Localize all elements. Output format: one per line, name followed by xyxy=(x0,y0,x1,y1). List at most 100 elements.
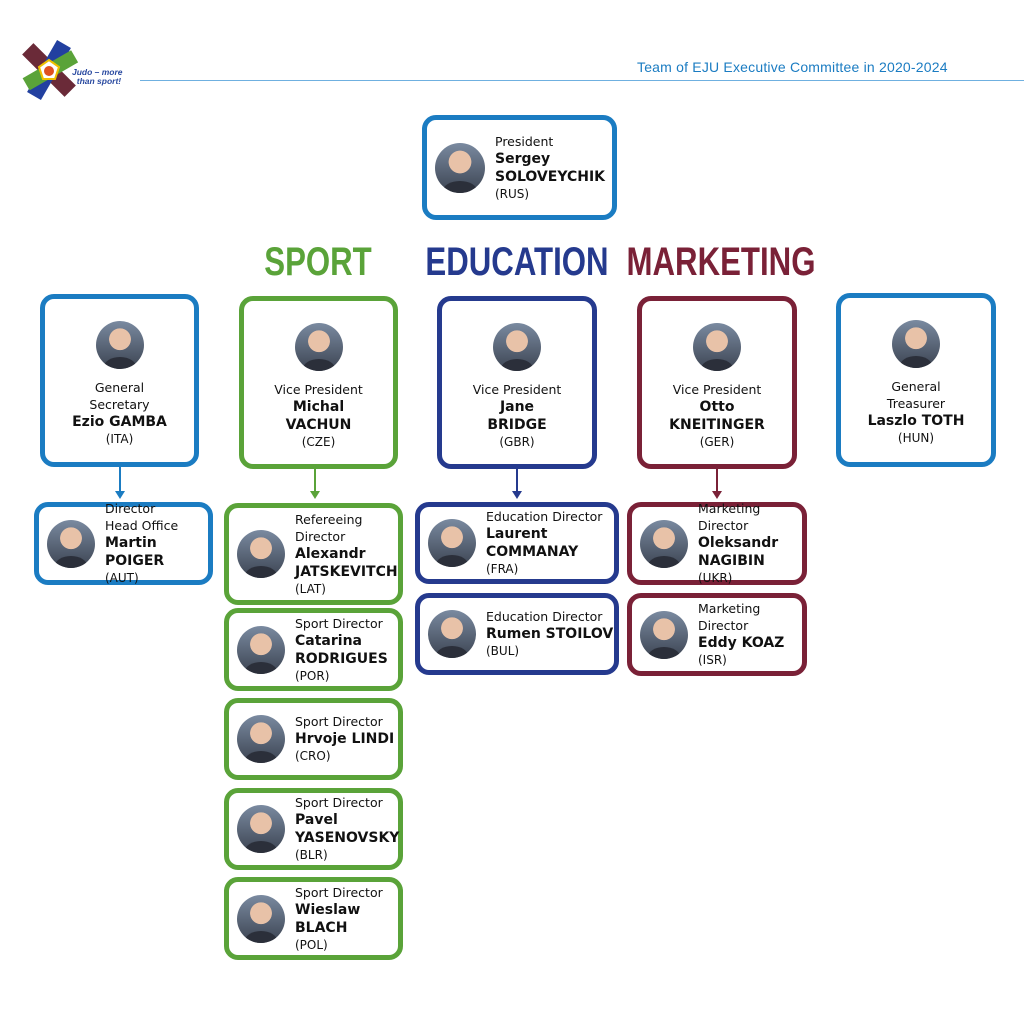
connector-arrow xyxy=(712,469,722,499)
name-line: KNEITINGER xyxy=(669,417,765,433)
role-line: Director xyxy=(295,528,346,544)
role-line: Vice President xyxy=(472,382,562,397)
section-education: EDUCATION xyxy=(425,240,609,284)
avatar xyxy=(237,894,285,943)
avatar xyxy=(47,519,95,568)
role-line: Refereeing xyxy=(295,511,363,527)
role-line: Secretary xyxy=(89,397,150,412)
role-line: Vice President xyxy=(274,382,363,397)
avatar xyxy=(428,519,476,567)
name-line: BRIDGE xyxy=(487,417,547,433)
connector-arrow xyxy=(115,467,125,499)
country: (GER) xyxy=(699,435,735,449)
name-line: Laurent xyxy=(486,526,548,542)
country: (UKR) xyxy=(698,571,733,585)
section-sport: SPORT xyxy=(264,240,372,284)
name-line: Ezio GAMBA xyxy=(72,414,167,430)
name-line: Otto xyxy=(699,399,735,415)
role-line: Marketing Director xyxy=(698,501,761,533)
country: (GBR) xyxy=(499,435,535,449)
role-line: Sport Director xyxy=(295,884,383,900)
role-line: Marketing Director xyxy=(698,601,761,633)
avatar xyxy=(95,321,144,369)
role-line: Sport Director xyxy=(295,714,383,729)
name-line: SOLOVEYCHIK xyxy=(495,168,606,185)
role-line: Education Director xyxy=(486,609,603,624)
role-line: Treasurer xyxy=(886,396,946,411)
name-line: Jane xyxy=(499,399,535,415)
name-line: Hrvoje LINDI xyxy=(295,731,395,747)
name-line: RODRIGUES xyxy=(295,650,388,667)
country: (CZE) xyxy=(301,435,336,449)
avatar xyxy=(237,805,285,853)
role-line: Head Office xyxy=(105,518,179,533)
page-title: Team of EJU Executive Committee in 2020-… xyxy=(637,59,948,75)
name-line: Michal xyxy=(292,399,345,415)
name-line: Pavel xyxy=(295,812,338,828)
avatar xyxy=(428,610,476,658)
avatar xyxy=(237,530,285,578)
avatar xyxy=(493,323,541,371)
section-marketing: MARKETING xyxy=(626,240,816,284)
country: (AUT) xyxy=(105,571,139,585)
avatar xyxy=(294,323,343,371)
avatar xyxy=(237,625,285,674)
role-line: Director xyxy=(105,501,156,516)
country: (LAT) xyxy=(295,581,326,596)
role-line: General xyxy=(891,379,941,394)
name-line: Eddy KOAZ xyxy=(698,635,785,651)
president-card: President Sergey SOLOVEYCHIK (RUS) xyxy=(422,115,617,220)
name-line: Martin POIGER xyxy=(105,535,165,569)
country: (ISR) xyxy=(698,653,727,667)
logo-tagline: Judo – more than sport! xyxy=(72,67,123,86)
name-line: Catarina xyxy=(295,632,362,649)
country: (POL) xyxy=(295,937,328,952)
role-line: Education Director xyxy=(486,509,603,524)
connector-arrow xyxy=(310,469,320,499)
name-line: Oleksandr xyxy=(698,535,779,551)
role: President xyxy=(495,133,554,149)
country: (CRO) xyxy=(295,749,331,763)
country: (FRA) xyxy=(486,562,519,576)
name-line: Laszlo TOTH xyxy=(867,413,965,429)
country: (ITA) xyxy=(105,432,134,446)
role-line: General xyxy=(94,380,145,395)
avatar xyxy=(435,142,485,193)
name-line: JATSKEVITCH xyxy=(295,563,398,580)
name-line: COMMANAY xyxy=(486,544,579,560)
role-line: Sport Director xyxy=(295,795,383,810)
country: (BLR) xyxy=(295,848,328,862)
avatar xyxy=(892,320,940,368)
name-line: YASENOVSKY xyxy=(295,830,400,846)
name-line: Sergey xyxy=(495,150,551,167)
header-divider xyxy=(140,80,1024,81)
name-line: Wieslaw xyxy=(295,901,361,918)
country: (POR) xyxy=(295,668,330,683)
